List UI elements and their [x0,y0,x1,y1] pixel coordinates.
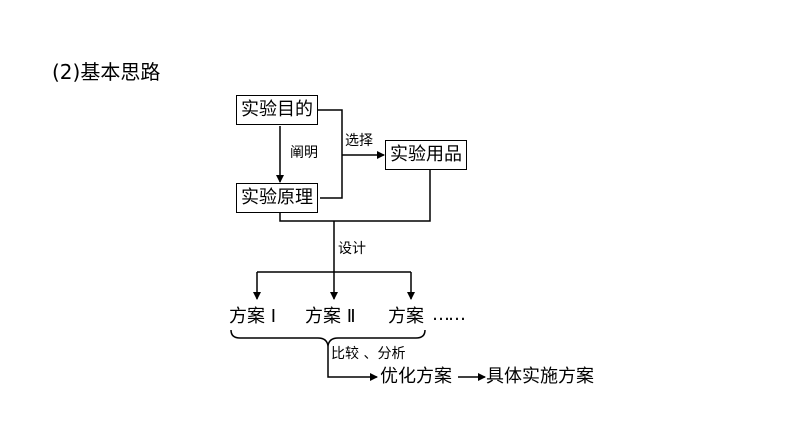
label-compare: 比较 、分析 [331,346,406,362]
section-title: (2)基本思路 [52,60,161,84]
line-purpose-principle-join [312,109,343,199]
node-final: 具体实施方案 [486,366,594,387]
node-plan-2: 方案 Ⅱ [305,306,356,327]
node-optimized: 优化方案 [380,366,452,387]
label-clarify: 阐明 [290,145,318,161]
node-ellipsis: …… [432,304,466,325]
arrow-to-optimized [327,346,378,381]
label-select: 选择 [345,133,373,149]
node-principle: 实验原理 [236,183,318,213]
line-bottom-join [279,170,431,222]
node-purpose: 实验目的 [236,95,318,125]
node-materials: 实验用品 [385,140,467,170]
label-design: 设计 [338,241,366,257]
node-plan-3: 方案 [388,306,424,327]
brace [230,329,426,347]
node-plan-1: 方案 Ⅰ [229,306,277,327]
